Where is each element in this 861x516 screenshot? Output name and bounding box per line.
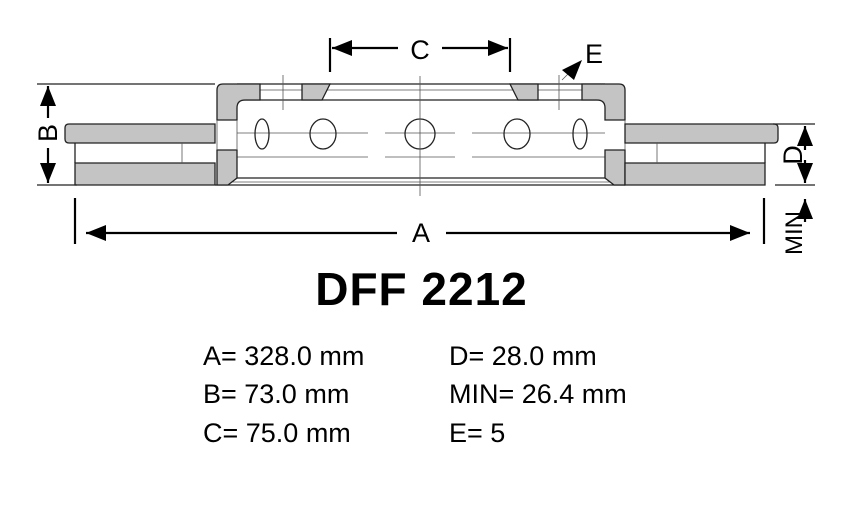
- spec-e: E= 5: [449, 418, 506, 448]
- dimension-b: B: [33, 83, 215, 186]
- dimension-a: A: [73, 198, 766, 248]
- product-code-title: DFF 2212: [315, 263, 528, 315]
- hole: [503, 118, 531, 150]
- spec-b: B= 73.0 mm: [203, 379, 350, 409]
- ventilation-holes: [254, 118, 588, 150]
- dimension-d: D: [773, 123, 815, 186]
- hole: [572, 118, 588, 150]
- spec-a: A= 328.0 mm: [203, 341, 365, 371]
- dimension-c: C: [328, 35, 512, 72]
- label-a: A: [412, 218, 430, 248]
- label-b: B: [33, 124, 63, 142]
- disc-friction-ring: [64, 123, 779, 186]
- spec-min: MIN= 26.4 mm: [449, 379, 627, 409]
- hole: [254, 118, 270, 150]
- disc-hat: [215, 75, 626, 186]
- hole: [309, 118, 337, 150]
- label-min: MIN: [781, 211, 808, 255]
- dimension-e: E: [561, 39, 603, 81]
- label-d: D: [778, 145, 808, 165]
- spec-c: C= 75.0 mm: [203, 418, 351, 448]
- label-c: C: [410, 35, 430, 65]
- dimension-min: MIN: [781, 199, 813, 255]
- label-e: E: [585, 39, 603, 69]
- spec-d: D= 28.0 mm: [449, 341, 597, 371]
